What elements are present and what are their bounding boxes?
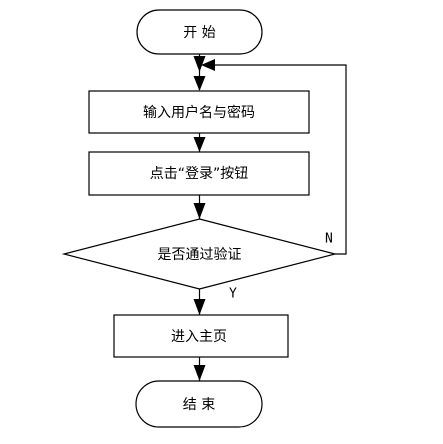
arrowhead-to-click	[193, 137, 206, 152]
arrowhead-loop-back	[201, 59, 215, 71]
arrowhead-to-decision	[193, 203, 206, 219]
start-node: 开 始	[136, 9, 263, 55]
arrowhead-merge	[193, 56, 206, 72]
verification-decision-node: 是否通过验证	[61, 218, 338, 290]
edge-no-loop-back	[205, 64, 347, 255]
input-label: 输入用户名与密码	[143, 104, 255, 121]
arrowhead-to-end	[193, 365, 206, 381]
input-credentials-node: 输入用户名与密码	[88, 90, 310, 134]
end-label: 结 束	[183, 397, 215, 413]
end-node: 结 束	[135, 380, 263, 428]
no-branch-label: N	[325, 232, 333, 247]
yes-branch-label: Y	[229, 287, 237, 302]
click-login-node: 点击“登录”按钮	[88, 151, 310, 196]
input-process-shape	[88, 90, 310, 134]
decision-label: 是否通过验证	[158, 247, 242, 263]
start-label: 开 始	[183, 25, 215, 41]
end-terminal-shape	[135, 380, 263, 428]
home-label: 进入主页	[171, 329, 227, 345]
arrowhead-to-input	[193, 76, 206, 91]
home-process-shape	[113, 314, 289, 358]
arrowhead-to-home	[193, 299, 206, 315]
click-process-shape	[88, 151, 310, 196]
click-label: 点击“登录”按钮	[150, 166, 249, 182]
enter-homepage-node: 进入主页	[113, 314, 289, 358]
